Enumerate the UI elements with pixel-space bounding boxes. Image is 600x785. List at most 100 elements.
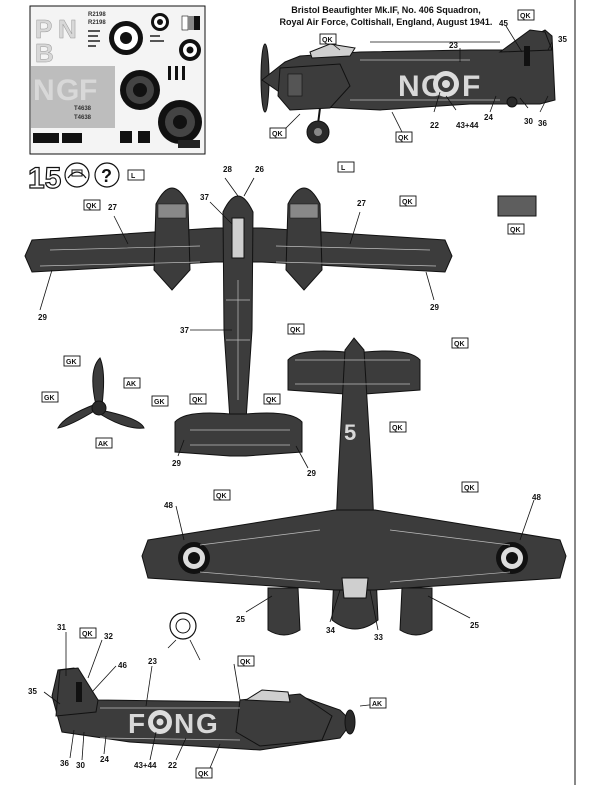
paint-flags-plan: L L QK QK QK QK [83, 161, 417, 405]
callout-22b: 22 [168, 761, 177, 770]
svg-text:QK: QK [464, 485, 475, 492]
decal-position-icon [167, 612, 201, 661]
callout-23b: 23 [148, 657, 157, 666]
callout-33: 33 [374, 633, 383, 642]
callout-36: 36 [538, 119, 547, 128]
decal-letter-b: B [35, 38, 54, 68]
side-code-f: F [462, 70, 480, 103]
decal-letter-g: G [56, 74, 79, 107]
side-roundel [433, 71, 459, 97]
paint-swatch [497, 195, 537, 217]
plan-view-bottom-callouts: 48 48 25 25 34 33 [164, 493, 541, 642]
paint-flag-qk-12: QK [213, 489, 231, 501]
side-fin-flash [524, 46, 530, 66]
callout-32: 32 [104, 632, 113, 641]
plan-canopy [231, 217, 245, 259]
step-number: 15 [28, 162, 61, 195]
paint-flag-gk-1: GK [63, 355, 81, 367]
paint-flag-qk-7: QK [189, 393, 207, 405]
decal-small-blocks [33, 131, 200, 148]
paint-flag-swatch: QK [507, 223, 525, 235]
paint-flags-top: QK QK QK QK [269, 9, 535, 143]
decal-roundel-bottom-1 [120, 70, 160, 110]
side-fin [498, 29, 553, 53]
plan-tailplane [174, 412, 303, 457]
callout-37a: 37 [200, 193, 209, 202]
callout-30: 30 [524, 117, 533, 126]
svg-text:QK: QK [272, 131, 283, 138]
paint-flags-under: QK QK QK QK QK [213, 323, 479, 501]
under-code-faint: 5 [344, 420, 356, 445]
callout-29b: 29 [430, 303, 439, 312]
svg-text:QK: QK [520, 13, 531, 20]
svg-text:QK: QK [192, 397, 203, 404]
callout-35b: 35 [28, 687, 37, 696]
under-wing [141, 509, 567, 591]
propeller-detail [57, 357, 145, 429]
svg-text:GK: GK [44, 395, 55, 402]
side-code-n: N [398, 70, 420, 103]
svg-text:AK: AK [98, 441, 108, 448]
svg-text:?: ? [101, 166, 112, 186]
side2-code-n: N [174, 708, 194, 739]
decal-stencils [88, 30, 164, 47]
callout-35: 35 [558, 35, 567, 44]
callout-27a: 27 [108, 203, 117, 212]
side2-code-f: F [128, 708, 145, 739]
title-line-2: Royal Air Force, Coltishall, England, Au… [280, 17, 493, 27]
callout-48b: 48 [532, 493, 541, 502]
svg-text:QK: QK [266, 397, 277, 404]
callout-29c: 29 [172, 459, 181, 468]
svg-text:AK: AK [372, 701, 382, 708]
svg-text:QK: QK [402, 199, 413, 206]
callout-37b: 37 [180, 326, 189, 335]
side-exhaust [287, 73, 303, 97]
paint-flag-qk-5: QK [83, 199, 101, 211]
callout-29a: 29 [38, 313, 47, 322]
paint-flag-gk-2: GK [41, 391, 59, 403]
paint-flag-ak-1: AK [123, 377, 141, 389]
side-view-bottom: F N G [51, 667, 356, 751]
under-roundel-right [496, 542, 528, 574]
svg-text:QK: QK [198, 771, 209, 778]
under-nose-glazing [341, 577, 369, 599]
paint-flag-gk-3: GK [151, 395, 169, 407]
under-engine-right [399, 587, 433, 636]
svg-text:QK: QK [82, 631, 93, 638]
svg-text:GK: GK [66, 359, 77, 366]
svg-text:L: L [131, 173, 136, 180]
title-line-1: Bristol Beaufighter Mk.IF, No. 406 Squad… [291, 5, 481, 15]
side-tail-wheel [506, 96, 518, 108]
decal-fin-flash [181, 15, 200, 31]
side-view-top-callouts: 23 45 35 22 43+44 24 30 36 [283, 19, 567, 133]
decal-roundel-bottom-2 [158, 100, 202, 144]
svg-text:L: L [341, 165, 346, 172]
side-canopy [309, 43, 356, 59]
decal-serial-3: T4638 [74, 106, 92, 112]
callout-31: 31 [57, 623, 66, 632]
paint-flags-prop: GK AK GK GK AK [41, 355, 169, 449]
paint-flag-l-2: L [337, 161, 355, 173]
decal-water-icon [64, 162, 90, 188]
decal-letter-p: P [35, 14, 52, 44]
plan-view-top [24, 187, 453, 457]
paint-flags-side2: QK QK AK QK [79, 627, 387, 779]
paint-flag-qk-3: QK [269, 127, 287, 139]
decal-serial-1: R2198 [88, 12, 106, 18]
callout-25b: 25 [470, 621, 479, 630]
decal-code-panel [31, 66, 115, 128]
side2-roundel [148, 710, 172, 734]
side2-engine [235, 693, 333, 747]
side2-code-g: G [196, 708, 218, 739]
svg-text:QK: QK [454, 341, 465, 348]
svg-text:QK: QK [398, 135, 409, 142]
callout-30b: 30 [76, 761, 85, 770]
paint-flag-qk-10: QK [451, 337, 469, 349]
callout-29d: 29 [307, 469, 316, 478]
paint-flag-qk-6: QK [399, 195, 417, 207]
plan-view-top-callouts: 28 26 37 27 27 29 29 37 29 29 [38, 165, 439, 478]
svg-text:QK: QK [322, 37, 333, 44]
paint-flag-qk-11: QK [389, 421, 407, 433]
paint-flag-qk-4: QK [395, 131, 413, 143]
callout-24: 24 [484, 113, 493, 122]
